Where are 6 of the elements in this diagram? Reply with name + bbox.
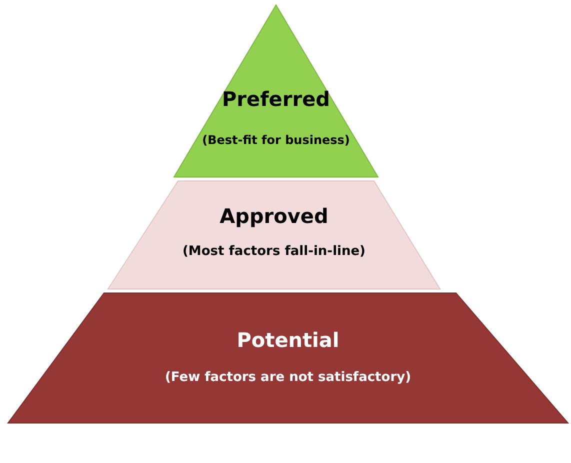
tier-title: Preferred [222,87,330,111]
tier-description: (Few factors are not satisfactory) [164,370,412,385]
tier-description: (Best-fit for business) [202,133,350,147]
tier-title: Potential [236,328,340,352]
tier-description: (Most factors fall-in-line) [182,244,366,259]
tier-title: Approved [220,204,328,228]
